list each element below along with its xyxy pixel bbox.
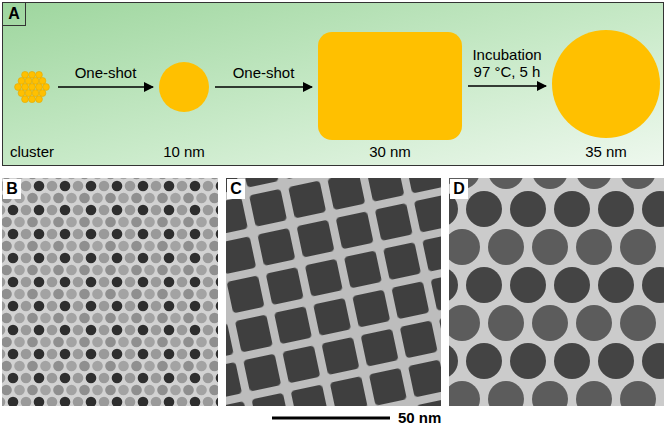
cluster-atom — [25, 78, 32, 85]
sphere-outline — [159, 62, 209, 112]
tem-particles-d — [449, 178, 664, 406]
cluster-atom — [29, 84, 36, 91]
size-label: cluster — [10, 143, 54, 160]
sphere-outline — [552, 30, 660, 138]
cube-outline — [318, 32, 462, 140]
process-arrow — [468, 85, 546, 87]
cluster-node: cluster — [8, 67, 57, 160]
tem-particles-b — [2, 178, 218, 406]
cluster-atom — [15, 84, 22, 91]
cluster-atom — [43, 84, 50, 91]
particle-circle: 10 nm — [159, 62, 209, 160]
cluster-atom — [25, 90, 32, 97]
cluster-atom — [36, 96, 43, 103]
size-label: 35 nm — [585, 143, 627, 160]
cluster-atom — [39, 90, 46, 97]
scale-label: 50 nm — [398, 409, 441, 427]
size-label: 10 nm — [163, 143, 205, 160]
tem-image-b — [2, 178, 218, 406]
particle-shape — [318, 32, 462, 140]
particle-shape — [159, 62, 209, 112]
step-label: One-shot — [75, 64, 137, 81]
particle-shape — [12, 67, 52, 107]
cluster-atom — [36, 84, 43, 91]
process-arrow — [58, 86, 153, 88]
cluster-atom — [29, 71, 36, 78]
step-label: Incubation 97 °C, 5 h — [468, 46, 546, 80]
cluster-atom — [22, 84, 29, 91]
panel-letter: C — [227, 179, 245, 199]
panel-letter-box — [3, 3, 26, 26]
size-label: 30 nm — [369, 143, 411, 160]
tem-image-d — [449, 178, 664, 406]
particle-cube: 30 nm — [318, 32, 462, 160]
cluster-atom — [36, 71, 43, 78]
particle-sphere: 35 nm — [552, 30, 660, 160]
panel-letter: D — [450, 179, 468, 199]
process-arrow — [215, 86, 312, 88]
cluster-atom — [39, 78, 46, 85]
panel-a-frame — [3, 3, 664, 166]
panel-letter: B — [3, 179, 21, 199]
cluster-atom — [22, 96, 29, 103]
scale-bar — [272, 417, 390, 420]
cluster-atom — [22, 71, 29, 78]
tem-particles-c — [226, 178, 441, 406]
cluster-atom — [29, 96, 36, 103]
tem-image-c — [226, 178, 441, 406]
step-label: One-shot — [233, 64, 295, 81]
particle-shape — [552, 30, 660, 138]
cluster-atom — [18, 90, 25, 97]
cluster-atom — [32, 78, 39, 85]
panel-letter: A — [3, 3, 25, 25]
cluster-atom — [32, 90, 39, 97]
cluster-atom — [18, 78, 25, 85]
